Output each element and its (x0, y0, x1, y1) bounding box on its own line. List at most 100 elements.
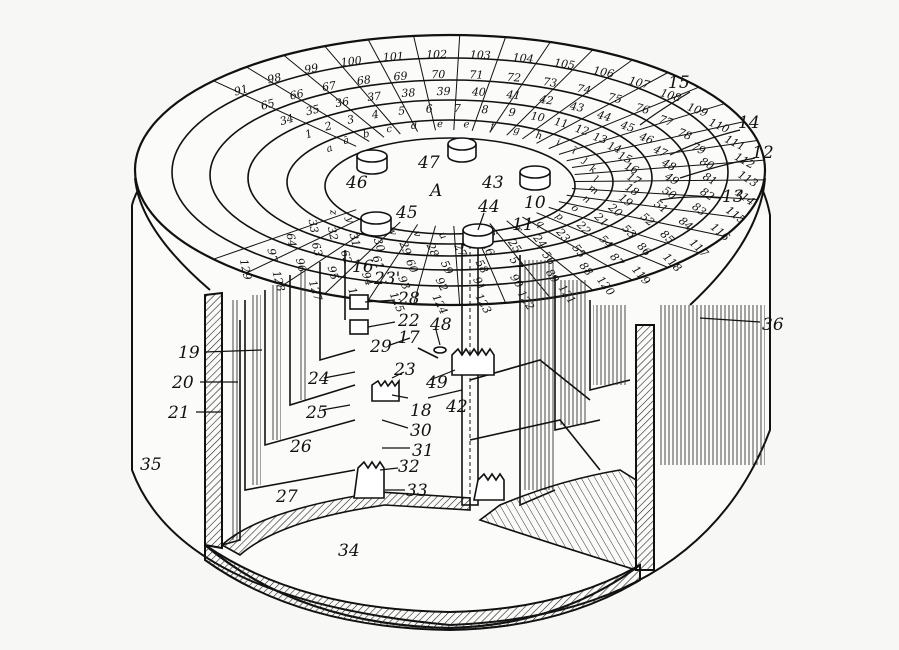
dial-cell: 66 (288, 87, 305, 103)
dial-cell: 28 (423, 240, 441, 259)
dial-cell: e (437, 119, 443, 130)
dial-spoke (213, 80, 357, 147)
dial-cell: 10 (530, 109, 546, 124)
dial-spoke (453, 35, 461, 131)
dial-cell: d (410, 120, 417, 132)
label-44: 44 (477, 197, 500, 217)
dial-spoke (367, 224, 419, 301)
dial-cell: 74 (576, 82, 592, 97)
dial-cell: h (534, 130, 543, 142)
dial-cell: 129 (237, 258, 254, 281)
label-46: 46 (345, 173, 368, 193)
dial-cell: 69 (393, 69, 408, 83)
label-29: 29 (369, 337, 392, 357)
dial-cell: 44 (595, 108, 613, 125)
dial-cell: g (513, 125, 521, 137)
label-43: 43 (481, 173, 504, 193)
reference-numerals: 15 14 12 13 10 11 43 44 45 46 47 16 23' … (140, 73, 784, 561)
dial-spoke (506, 49, 594, 136)
dial-cell: 81 (700, 170, 719, 188)
dial-cell: 68 (356, 73, 371, 88)
dial-cell: 102 (426, 48, 447, 61)
dial-spoke (571, 188, 758, 200)
dial-cell: 41 (505, 88, 521, 102)
label-10: 10 (524, 193, 546, 213)
dial-cell: 1 (303, 127, 314, 142)
label-49: 49 (425, 373, 448, 393)
dial-cell: 93 (395, 274, 412, 292)
dial-cell: 61 (369, 254, 386, 272)
dial-cell: 38 (401, 86, 416, 100)
label-26: 26 (289, 437, 312, 457)
dial-spoke (489, 41, 551, 133)
label-23p: 23' (373, 269, 400, 289)
dial-cell: 59 (438, 258, 456, 276)
knob-47 (447, 137, 477, 163)
label-20: 20 (171, 373, 194, 393)
label-17: 17 (398, 328, 420, 348)
label-34: 34 (338, 541, 360, 561)
dial-cell: ē (463, 119, 469, 130)
leader-lines (196, 91, 761, 491)
dial-cell: 4 (370, 108, 380, 122)
dial-cell: 94 (359, 270, 376, 288)
dial-cell: 92 (433, 275, 451, 293)
dial-cell: a (325, 143, 334, 155)
dial-cell: 90 (507, 272, 525, 291)
label-35: 35 (140, 455, 162, 475)
dial-cell: 73 (542, 75, 558, 90)
label-36: 36 (762, 315, 784, 335)
label-14: 14 (738, 113, 760, 133)
dial-cell: 39 (436, 85, 450, 98)
knob-43 (519, 165, 551, 191)
label-19: 19 (178, 343, 200, 363)
dial-cell: 48 (659, 156, 678, 175)
dial-cell: 107 (627, 74, 650, 92)
dial-spoke (522, 216, 633, 281)
dial-cell: 77 (657, 113, 675, 130)
dial-cell: 100 (340, 54, 362, 69)
dial-cell: 71 (469, 68, 483, 81)
label-15: 15 (668, 73, 690, 93)
knob-44 (462, 223, 494, 249)
dial-spoke (548, 86, 699, 150)
label-47: 47 (417, 153, 440, 173)
dial-cell: 34 (278, 112, 295, 128)
dial-cell: 99 (303, 61, 319, 76)
dial-cell: 9 (508, 106, 517, 120)
knob-46 (356, 149, 388, 175)
label-25: 25 (305, 403, 328, 423)
dial-cell: s (488, 228, 500, 238)
dial-cell: r (512, 224, 524, 235)
dial-spoke (522, 59, 633, 140)
dial-cell: 67 (321, 79, 337, 94)
dial-cell: 101 (382, 50, 404, 64)
label-48: 48 (429, 315, 452, 335)
dial-cell: 15 (616, 149, 634, 167)
dial-spoke (566, 121, 745, 162)
dial-cell: 98 (266, 71, 283, 87)
dial-cell: 33 (306, 218, 321, 234)
dial-cell: 63 (309, 241, 325, 258)
dial-cell: 91 (233, 82, 250, 98)
dial-cell: 35 (304, 102, 321, 118)
dial-cell: 11 (553, 115, 570, 131)
dial-cell: 32 (325, 225, 341, 241)
label-30: 30 (410, 421, 432, 441)
dial-spoke (413, 35, 436, 131)
dial-cell: 46 (637, 130, 656, 148)
dial-cell: u (436, 231, 449, 242)
knob-45 (360, 211, 392, 237)
dial-spoke (536, 212, 669, 268)
dial-cell: 43 (568, 99, 585, 115)
dial-spoke (246, 214, 370, 274)
label-33: 33 (406, 481, 428, 501)
dial-cell: 104 (512, 51, 534, 66)
label-22: 22 (397, 311, 420, 331)
dial-spoke (506, 220, 594, 291)
dial-cell: 29 (396, 238, 414, 257)
label-27: 27 (275, 487, 298, 507)
dial-cell: j (580, 154, 589, 166)
dial-cell: 62 (338, 248, 354, 265)
